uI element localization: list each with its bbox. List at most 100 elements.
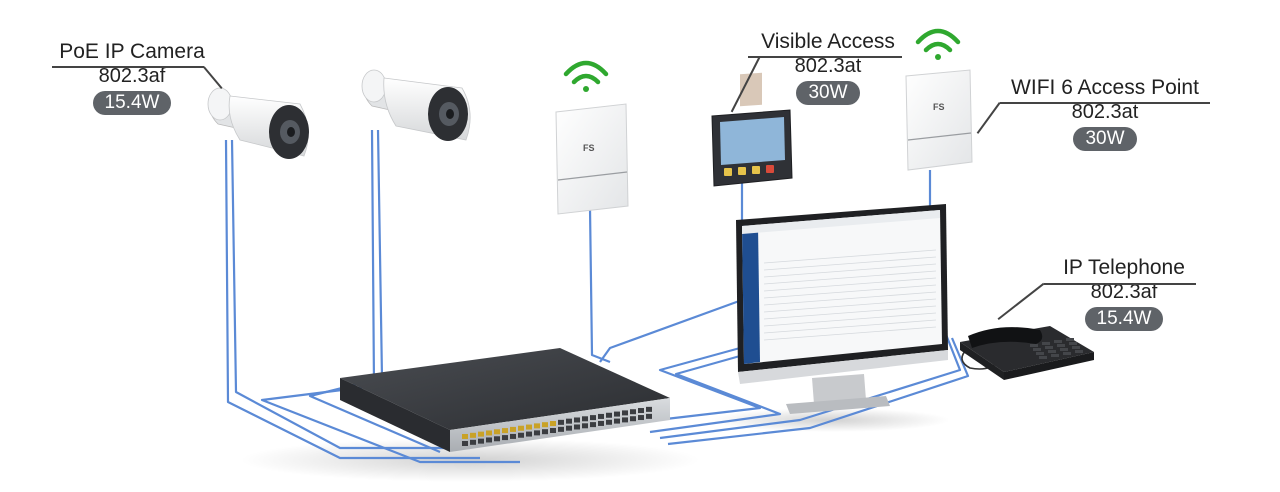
- screen-row: [763, 263, 937, 278]
- switch-port: [606, 419, 612, 425]
- camera-label: PoE IP Camera: [59, 40, 205, 63]
- screen-row: [763, 270, 937, 285]
- switch-port: [646, 406, 652, 412]
- phone-key: [1030, 344, 1038, 347]
- screen-row: [763, 256, 937, 271]
- phone-key: [1066, 338, 1074, 341]
- switch-port: [590, 415, 596, 421]
- phone-key: [1069, 342, 1077, 345]
- visible-access-label: Visible Access: [761, 30, 895, 53]
- switch-port: [542, 429, 548, 435]
- switch-port: [486, 437, 492, 443]
- visible-access-panel: [711, 72, 793, 187]
- screen-row: [763, 326, 937, 341]
- switch-port: [630, 409, 636, 415]
- switch-port: [510, 433, 516, 439]
- cable-telephone: [659, 331, 962, 440]
- switch-port: [494, 436, 500, 442]
- wifi-icon-left: [563, 60, 609, 92]
- screen-row: [763, 298, 937, 313]
- cable-monitor-1: [639, 346, 762, 424]
- screen-row: [763, 249, 937, 264]
- switch-port: [470, 439, 476, 445]
- switch-port: [462, 441, 468, 446]
- switch-port: [510, 426, 516, 432]
- switch-port: [550, 421, 556, 427]
- wifi-icon-right: [915, 28, 961, 60]
- screen-row: [763, 291, 937, 306]
- switch-ports: [462, 406, 652, 446]
- ethernet-cables: [224, 129, 1001, 464]
- telephone-callout-underline: [1044, 283, 1196, 285]
- cable-camera-1: [230, 139, 470, 450]
- cable-monitor-2: [649, 354, 782, 434]
- switch-port: [486, 430, 492, 436]
- switch-port: [478, 438, 484, 444]
- phone-key: [1039, 356, 1047, 359]
- cable-visible-access: [599, 180, 744, 363]
- camera-power-badge: 15.4W: [92, 91, 172, 115]
- phone-key: [1051, 354, 1059, 357]
- phone-keypad: [1030, 338, 1083, 359]
- switch-port: [526, 431, 532, 437]
- switch-port: [542, 422, 548, 428]
- visible-access-power-badge: 30W: [796, 81, 860, 105]
- switch-port: [558, 426, 564, 432]
- switch-top: [340, 348, 670, 430]
- camera-callout-underline: [52, 66, 204, 68]
- switch-port: [518, 425, 524, 431]
- switch-port: [550, 428, 556, 434]
- switch-port: [622, 410, 628, 416]
- ip-telephone: [960, 326, 1094, 380]
- telephone-standard: 802.3af: [1090, 281, 1158, 303]
- phone-key: [1033, 348, 1041, 351]
- wifi-ap-power-badge: 30W: [1073, 127, 1137, 151]
- wifi-ap-callout: WIFI 6 Access Point 802.3at 30W: [1000, 76, 1210, 151]
- switch-port: [574, 417, 580, 423]
- switch-port: [462, 434, 468, 439]
- switch-port: [614, 418, 620, 424]
- phone-key: [1042, 342, 1050, 345]
- switch-port: [470, 432, 476, 438]
- visible-access-callout: Visible Access 802.3at 30W: [748, 30, 908, 105]
- cable-ap-left: [588, 207, 611, 364]
- phone-key: [1063, 352, 1071, 355]
- monitor-shadow: [710, 408, 950, 432]
- switch-port: [558, 419, 564, 425]
- phone-key: [1054, 340, 1062, 343]
- phone-key: [1036, 352, 1044, 355]
- switch-port: [518, 432, 524, 438]
- telephone-power-badge: 15.4W: [1084, 307, 1164, 331]
- fs-logo: FS: [583, 143, 595, 153]
- poe-ip-camera-1: [207, 87, 309, 159]
- camera-standard: 802.3af: [98, 65, 166, 87]
- switch-port: [494, 429, 500, 435]
- switch-port: [590, 422, 596, 428]
- switch-port: [638, 408, 644, 414]
- phone-key: [1045, 346, 1053, 349]
- switch-port: [502, 435, 508, 441]
- phone-key: [1048, 350, 1056, 353]
- switch-port: [598, 413, 604, 419]
- screen-row: [763, 277, 937, 292]
- switch-port: [638, 415, 644, 421]
- switch-port: [622, 417, 628, 423]
- wifi-access-point-right: FS: [905, 69, 973, 171]
- screen-row: [763, 312, 937, 327]
- switch-port: [582, 416, 588, 422]
- wifi-ap-standard: 802.3at: [1071, 101, 1139, 123]
- screen-row: [763, 305, 937, 320]
- switch-port: [534, 430, 540, 436]
- switch-port: [630, 416, 636, 422]
- switch-port: [502, 428, 508, 434]
- switch-port: [566, 418, 572, 424]
- switch-port: [526, 424, 532, 430]
- phone-key: [1057, 344, 1065, 347]
- cable-telephone-b: [667, 337, 970, 446]
- switch-port: [598, 420, 604, 426]
- wifi-access-point-left: FS: [555, 103, 629, 215]
- switch-port: [574, 424, 580, 430]
- switch-port: [534, 423, 540, 429]
- switch-side: [340, 378, 450, 452]
